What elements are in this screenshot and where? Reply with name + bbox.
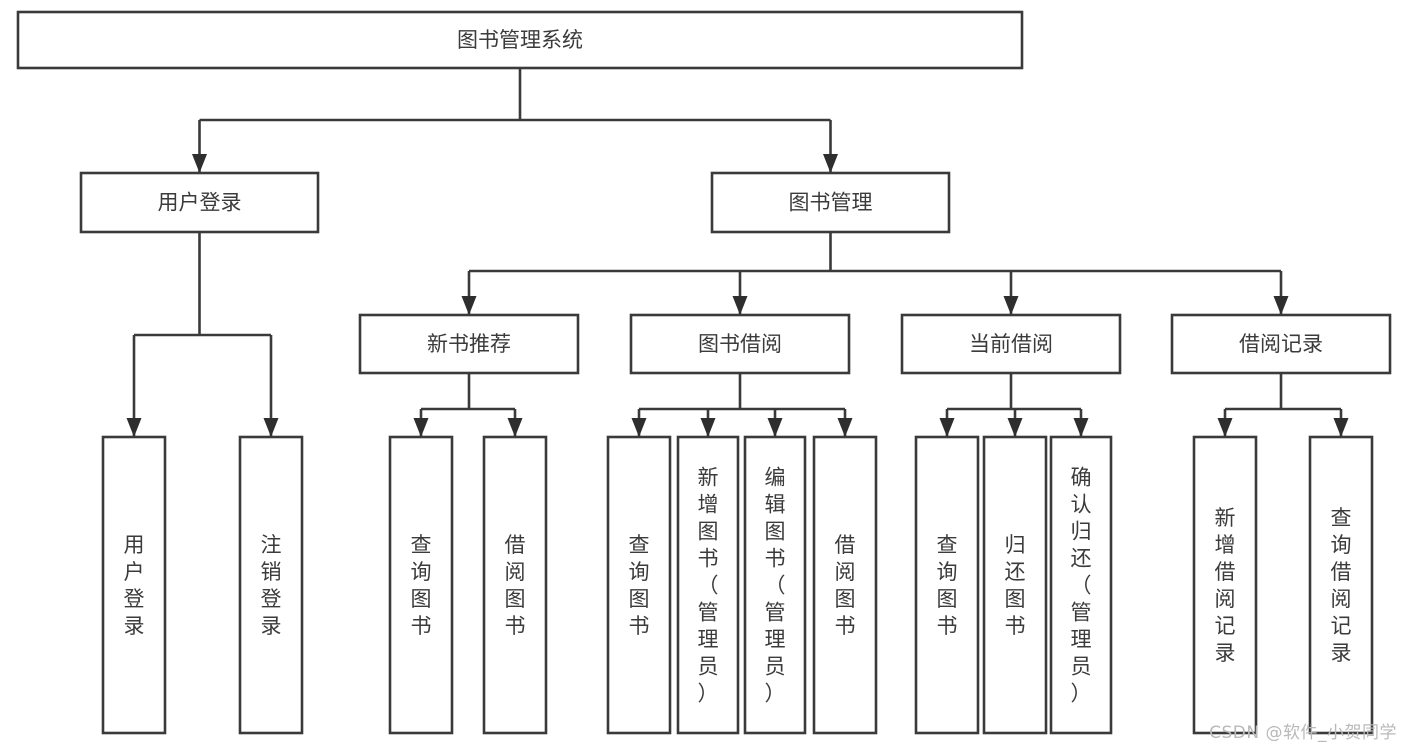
- node-leaf-5-label: 新增图书（管理员）: [698, 466, 719, 706]
- arrow-head-icon: [1003, 296, 1019, 315]
- node-level3-2[interactable]: 当前借阅: [900, 313, 1122, 375]
- edge-layer: [126, 68, 1349, 437]
- node-leaf-3-box: [482, 435, 548, 735]
- arrow-head-icon: [837, 418, 853, 437]
- node-leaf-1-label: 注销登录: [261, 533, 282, 638]
- node-leaf-11-box: [1192, 435, 1258, 735]
- node-leaf-4-label: 查询图书: [629, 533, 650, 638]
- edges-new-book-recommend-to-leaves: [413, 373, 523, 437]
- arrow-head-icon: [263, 418, 279, 437]
- node-leaf-12-label: 查询借阅记录: [1331, 506, 1352, 665]
- arrow-head-icon: [1333, 418, 1349, 437]
- node-leaf-7-box: [812, 435, 878, 735]
- arrow-head-icon: [507, 418, 523, 437]
- node-leaf-9-label: 归还图书: [1005, 533, 1026, 638]
- edges-user-login-to-leaves: [126, 232, 279, 437]
- arrow-head-icon: [1217, 418, 1233, 437]
- edges-borrow-record-to-leaves: [1217, 373, 1349, 437]
- node-leaf-11[interactable]: 新增借阅记录: [1192, 435, 1258, 735]
- node-leaf-2-label: 查询图书: [411, 533, 432, 638]
- node-leaf-10-label: 确认归还（管理员）: [1071, 466, 1092, 706]
- edges-book-borrow-to-leaves: [631, 373, 853, 437]
- node-leaf-9[interactable]: 归还图书: [982, 435, 1048, 735]
- node-leaf-1-box: [238, 435, 304, 735]
- node-leaf-0[interactable]: 用户登录: [101, 435, 167, 735]
- node-level3-3-label: 借阅记录: [1239, 332, 1323, 356]
- node-leaf-6[interactable]: 编辑图书（管理员）: [743, 435, 807, 735]
- node-leaf-0-box: [101, 435, 167, 735]
- node-leaf-8-label: 查询图书: [937, 533, 958, 638]
- node-level2-1-box: [710, 171, 951, 234]
- arrow-head-icon: [767, 418, 783, 437]
- node-leaf-7[interactable]: 借阅图书: [812, 435, 878, 735]
- node-level2-1[interactable]: 图书管理: [710, 171, 951, 234]
- node-level3-1[interactable]: 图书借阅: [629, 313, 851, 375]
- arrow-head-icon: [823, 154, 838, 173]
- node-leaf-7-label: 借阅图书: [835, 533, 856, 638]
- node-leaf-1[interactable]: 注销登录: [238, 435, 304, 735]
- node-leaf-5[interactable]: 新增图书（管理员）: [676, 435, 740, 735]
- node-level2-1-label: 图书管理: [789, 191, 873, 215]
- arrow-head-icon: [192, 154, 207, 173]
- node-leaf-3-label: 借阅图书: [505, 533, 526, 638]
- arrow-head-icon: [413, 418, 429, 437]
- node-root-label: 图书管理系统: [457, 28, 583, 52]
- node-leaf-0-label: 用户登录: [124, 533, 145, 638]
- node-leaf-2-box: [388, 435, 454, 735]
- node-level3-3[interactable]: 借阅记录: [1170, 313, 1392, 375]
- node-level3-1-label: 图书借阅: [698, 332, 782, 356]
- arrow-head-icon: [631, 418, 647, 437]
- node-leaf-3[interactable]: 借阅图书: [482, 435, 548, 735]
- arrow-head-icon: [461, 296, 477, 315]
- arrow-head-icon: [1273, 296, 1289, 315]
- node-level3-0-label: 新书推荐: [427, 332, 511, 356]
- arrow-head-icon: [939, 418, 955, 437]
- node-leaf-4-box: [606, 435, 672, 735]
- node-leaf-12[interactable]: 查询借阅记录: [1308, 435, 1374, 735]
- node-leaf-9-box: [982, 435, 1048, 735]
- node-leaf-11-label: 新增借阅记录: [1215, 506, 1236, 665]
- arrow-head-icon: [1007, 418, 1023, 437]
- node-leaf-6-label: 编辑图书（管理员）: [765, 466, 786, 706]
- arrow-head-icon: [700, 418, 716, 437]
- node-level2-0-box: [79, 171, 320, 234]
- edges-current-borrow-to-leaves: [939, 373, 1089, 437]
- node-leaf-2[interactable]: 查询图书: [388, 435, 454, 735]
- node-level3-2-box: [900, 313, 1122, 375]
- node-level3-0[interactable]: 新书推荐: [358, 313, 580, 375]
- node-root-box: [16, 10, 1024, 70]
- node-leaf-8-box: [914, 435, 980, 735]
- node-leaf-10[interactable]: 确认归还（管理员）: [1049, 435, 1113, 735]
- node-level3-1-box: [629, 313, 851, 375]
- edges-book-management-to-level3: [461, 232, 1289, 315]
- edges-root-to-level2: [192, 68, 838, 173]
- arrow-head-icon: [126, 418, 142, 437]
- node-leaf-5-box: [676, 435, 740, 735]
- node-leaf-8[interactable]: 查询图书: [914, 435, 980, 735]
- node-leaf-6-box: [743, 435, 807, 735]
- node-leaf-10-box: [1049, 435, 1113, 735]
- node-level3-0-box: [358, 313, 580, 375]
- arrow-head-icon: [732, 296, 748, 315]
- node-level3-3-box: [1170, 313, 1392, 375]
- node-layer: 图书管理系统用户登录图书管理新书推荐图书借阅当前借阅借阅记录用户登录注销登录查询…: [16, 10, 1392, 735]
- node-level2-0[interactable]: 用户登录: [79, 171, 320, 234]
- arrow-head-icon: [1073, 418, 1089, 437]
- node-leaf-12-box: [1308, 435, 1374, 735]
- node-root[interactable]: 图书管理系统: [16, 10, 1024, 70]
- node-level2-0-label: 用户登录: [158, 191, 242, 215]
- node-leaf-4[interactable]: 查询图书: [606, 435, 672, 735]
- node-level3-2-label: 当前借阅: [969, 332, 1053, 356]
